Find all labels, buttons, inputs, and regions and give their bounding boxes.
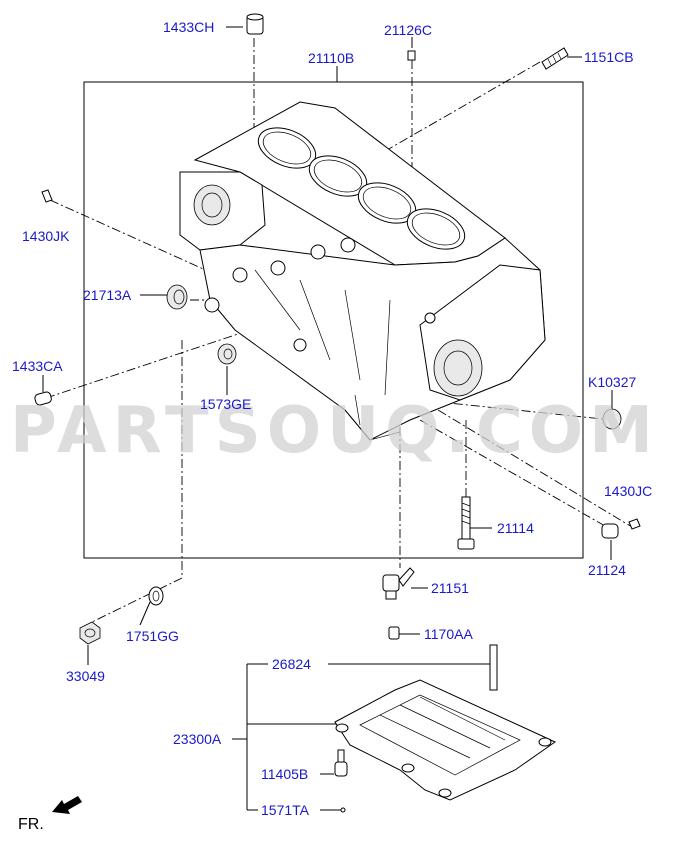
part-1433ca-dowel <box>34 391 52 406</box>
part-21713a-seal <box>166 284 188 310</box>
part-21151-sensor <box>382 567 415 600</box>
label-1433ch[interactable]: 1433CH <box>163 19 214 35</box>
label-23300a[interactable]: 23300A <box>173 731 222 747</box>
label-1170aa[interactable]: 1170AA <box>424 626 473 642</box>
leader-lines <box>42 26 613 811</box>
part-1751gg-gasket <box>148 586 164 606</box>
part-1170aa-bolt <box>388 626 400 640</box>
label-11405b[interactable]: 11405B <box>261 766 308 782</box>
part-23300a-ladder-frame <box>334 679 556 801</box>
label-21713a[interactable]: 21713A <box>83 287 132 303</box>
label-21151[interactable]: 21151 <box>431 580 469 596</box>
part-21124-dowel <box>601 523 619 539</box>
label-21126c[interactable]: 21126C <box>384 22 432 38</box>
label-21110b[interactable]: 21110B <box>308 50 354 66</box>
part-21114-bolt <box>457 496 475 550</box>
part-1430jc-pin <box>628 518 641 530</box>
label-1433ca[interactable]: 1433CA <box>12 358 63 374</box>
part-1573ge-plug <box>217 343 237 365</box>
label-1430jc[interactable]: 1430JC <box>604 483 652 499</box>
label-1751gg[interactable]: 1751GG <box>126 628 179 644</box>
label-1573ge[interactable]: 1573GE <box>200 396 251 412</box>
label-1571ta[interactable]: 1571TA <box>261 802 310 818</box>
part-1433ch-dowel <box>246 13 264 35</box>
label-1430jk[interactable]: 1430JK <box>22 228 70 244</box>
part-1151cb-plug <box>541 47 569 70</box>
label-21124[interactable]: 21124 <box>588 562 626 578</box>
label-26824[interactable]: 26824 <box>272 656 311 672</box>
cylinder-block <box>179 101 546 441</box>
front-arrow-icon <box>52 796 82 814</box>
label-33049[interactable]: 33049 <box>66 668 105 684</box>
assembly-frame <box>83 81 584 559</box>
part-1430jk-pin <box>41 189 53 203</box>
part-11405b-bolt <box>334 749 348 777</box>
part-26824-dipstick-guide <box>489 644 498 691</box>
label-21114[interactable]: 21114 <box>497 520 534 536</box>
label-k10327[interactable]: K10327 <box>588 374 636 390</box>
part-21126c-plug <box>407 50 416 61</box>
part-33049-plug <box>79 621 101 645</box>
watermark: PARTSOUQ.COM <box>10 394 659 468</box>
part-1571ta-pin <box>340 807 346 813</box>
direction-label: FR. <box>18 816 44 833</box>
label-1151cb[interactable]: 1151CB <box>584 49 634 65</box>
